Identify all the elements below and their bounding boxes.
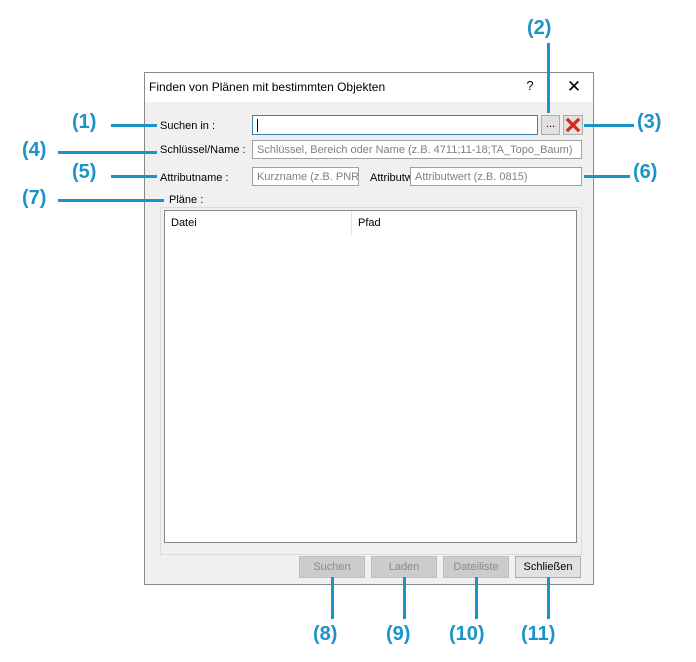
attribute-name-label: Attributname :: [160, 172, 229, 184]
plans-list[interactable]: Datei Pfad: [164, 210, 577, 543]
column-header-path[interactable]: Pfad: [358, 217, 381, 229]
callout-7: (7): [22, 187, 47, 209]
callout-10: (10): [449, 623, 485, 645]
file-list-button[interactable]: Dateiliste: [443, 556, 509, 578]
callout-2-line: [547, 43, 550, 113]
plans-label: Pläne :: [167, 194, 206, 206]
callout-1-line: [111, 124, 157, 127]
key-name-label: Schlüssel/Name :: [160, 144, 246, 156]
column-header-file[interactable]: Datei: [165, 211, 352, 235]
title-bar: Finden von Plänen mit bestimmten Objekte…: [145, 73, 593, 102]
callout-11: (11): [521, 623, 556, 645]
callout-2: (2): [527, 17, 552, 39]
callout-7-line: [58, 199, 164, 202]
callout-11-line: [547, 577, 550, 619]
attribute-name-input[interactable]: Kurzname (z.B. PNR): [252, 167, 359, 186]
search-in-input[interactable]: [252, 115, 538, 135]
callout-10-line: [475, 577, 478, 619]
find-plans-dialog: Finden von Plänen mit bestimmten Objekte…: [144, 72, 594, 585]
callout-5: (5): [72, 161, 97, 183]
callout-4-line: [58, 151, 157, 154]
attribute-value-input[interactable]: Attributwert (z.B. 0815): [410, 167, 582, 186]
plans-group: [160, 207, 582, 555]
search-button[interactable]: Suchen: [299, 556, 365, 578]
callout-9: (9): [386, 623, 411, 645]
close-window-button[interactable]: ✕: [566, 77, 582, 96]
help-button[interactable]: ?: [526, 78, 534, 93]
load-button[interactable]: Laden: [371, 556, 437, 578]
close-button[interactable]: Schließen: [515, 556, 581, 578]
callout-3: (3): [637, 111, 662, 133]
key-name-input[interactable]: Schlüssel, Bereich oder Name (z.B. 4711;…: [252, 140, 582, 159]
clear-button[interactable]: [563, 115, 583, 135]
browse-button[interactable]: ...: [541, 115, 560, 135]
callout-4: (4): [22, 139, 47, 161]
text-caret: [257, 119, 258, 132]
callout-6: (6): [633, 161, 658, 183]
dialog-title: Finden von Plänen mit bestimmten Objekte…: [149, 80, 386, 94]
callout-9-line: [403, 577, 406, 619]
search-in-label: Suchen in :: [160, 120, 216, 132]
callout-1: (1): [72, 111, 97, 133]
callout-3-line: [584, 124, 634, 127]
red-x-icon: [565, 117, 581, 133]
callout-8-line: [331, 577, 334, 619]
callout-5-line: [111, 175, 157, 178]
callout-6-line: [584, 175, 630, 178]
callout-8: (8): [313, 623, 338, 645]
